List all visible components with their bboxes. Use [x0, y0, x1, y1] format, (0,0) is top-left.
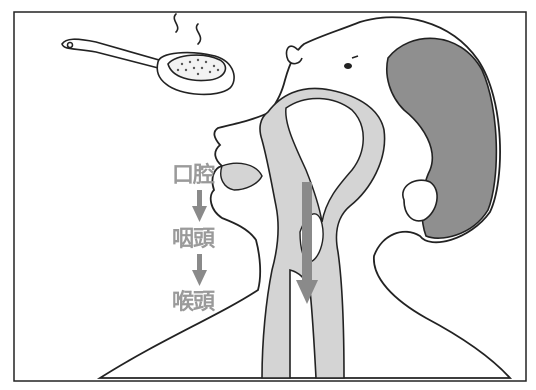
small-arrow-2	[192, 254, 207, 286]
spoon-icon	[62, 39, 234, 94]
label-oral-cavity: 口腔	[172, 164, 214, 188]
label-larynx: 喉頭	[172, 291, 214, 315]
label-pharynx: 咽頭	[172, 228, 214, 252]
steam-icon	[174, 14, 200, 44]
eye	[344, 63, 352, 69]
small-arrow-1	[192, 190, 207, 222]
